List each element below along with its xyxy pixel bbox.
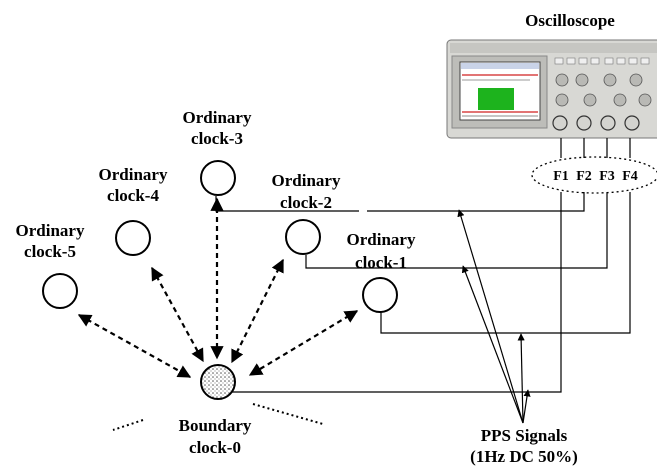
ordinary-clock-5-label-line2: clock-5 [24, 242, 76, 261]
boundary-clock-node [200, 364, 236, 400]
ordinary-clock-3-node [200, 160, 236, 196]
scope-channel-wires [560, 138, 631, 158]
boundary-clock-label-line2: clock-0 [189, 438, 241, 457]
boundary-clock-label-line1: Boundary [179, 416, 252, 435]
channel-group-ellipse [531, 156, 657, 194]
ordinary-clock-1-label-line2: clock-1 [355, 253, 407, 272]
ordinary-clock-4-node [115, 220, 151, 256]
pps-signal-wires [215, 192, 631, 393]
oscilloscope-title: Oscilloscope [525, 11, 615, 30]
channel-label-f4: F4 [622, 169, 638, 184]
channel-label-f2: F2 [576, 169, 592, 184]
ordinary-clock-5-label-line1: Ordinary [16, 221, 85, 240]
boundary-dotted-left [112, 419, 144, 431]
ordinary-clock-3-label-line1: Ordinary [183, 108, 252, 127]
boundary-dotted-right [252, 403, 324, 425]
pps-pointer-arrows [457, 209, 531, 424]
ordinary-clock-3-label-line2: clock-3 [191, 129, 243, 148]
ordinary-clock-2-node [285, 219, 321, 255]
channel-label-f1: F1 [553, 169, 569, 184]
pps-signals-label-line1: PPS Signals [481, 426, 568, 445]
oscilloscope-image [446, 39, 657, 139]
ordinary-clock-1-label-line1: Ordinary [347, 230, 416, 249]
ordinary-clock-4-label-line2: clock-4 [107, 186, 159, 205]
ordinary-clock-2-label-line1: Ordinary [272, 171, 341, 190]
ordinary-clock-2-label-line2: clock-2 [280, 193, 332, 212]
channel-label-f3: F3 [599, 169, 615, 184]
ptp-message-arrows [77, 197, 359, 378]
pps-signals-label-line2: (1Hz DC 50%) [470, 447, 578, 466]
ordinary-clock-5-node [42, 273, 78, 309]
ordinary-clock-4-label-line1: Ordinary [99, 165, 168, 184]
ordinary-clock-1-node [362, 277, 398, 313]
